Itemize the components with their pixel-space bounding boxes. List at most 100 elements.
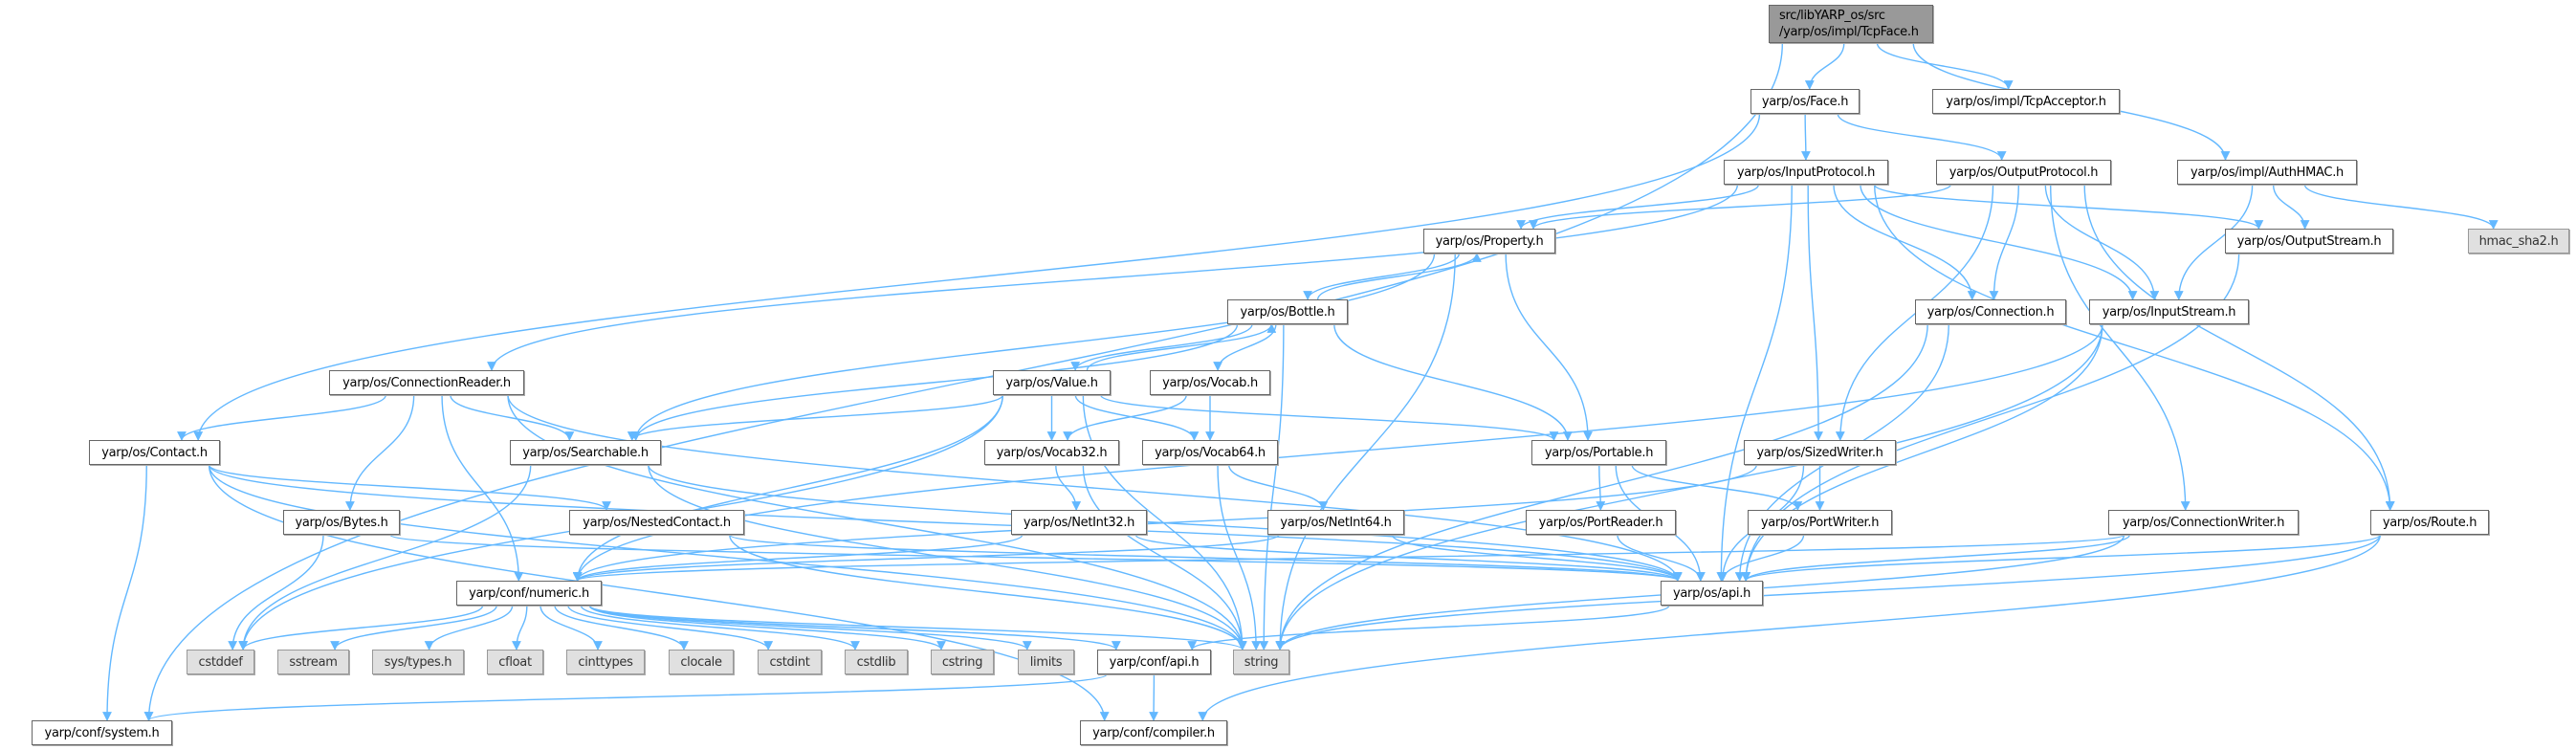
edge-contact-to-string [208, 464, 1247, 651]
node-bottle[interactable]: yarp/os/Bottle.h [1227, 299, 1348, 324]
edge-inputprotocol-to-connectionreader [487, 184, 1739, 371]
node-connectionwriter[interactable]: yarp/os/ConnectionWriter.h [2108, 510, 2299, 535]
edge-value-to-bottle [1086, 323, 1277, 371]
node-string: string [1233, 650, 1289, 674]
node-vocab64[interactable]: yarp/os/Vocab64.h [1142, 440, 1278, 465]
edge-vocab32-to-netint32 [1055, 464, 1082, 511]
edge-numeric-to-cstddef [238, 605, 484, 651]
edge-authhmac-to-inputstream [2173, 184, 2254, 300]
node-sstream: sstream [277, 650, 349, 674]
node-contact[interactable]: yarp/os/Contact.h [89, 440, 220, 465]
edge-numeric-to-cfloat [512, 605, 528, 651]
edge-numeric-to-cstring [588, 605, 946, 651]
edge-bottle-to-searchable [630, 323, 1239, 441]
edge-face-to-inputprotocol [1800, 113, 1811, 161]
edge-connection-to-string [1275, 323, 1928, 651]
node-cstdint: cstdint [758, 650, 822, 674]
node-vocab[interactable]: yarp/os/Vocab.h [1150, 370, 1270, 395]
edge-authhmac-to-hmac [2303, 184, 2499, 230]
node-netint32[interactable]: yarp/os/NetInt32.h [1011, 510, 1147, 535]
edge-vocab64-to-netint64 [1228, 464, 1329, 511]
node-portable[interactable]: yarp/os/Portable.h [1531, 440, 1666, 465]
node-conf-numeric[interactable]: yarp/conf/numeric.h [456, 581, 602, 606]
node-property[interactable]: yarp/os/Property.h [1423, 229, 1555, 254]
node-face[interactable]: yarp/os/Face.h [1750, 89, 1860, 114]
edge-netint64-to-numeric [573, 534, 1280, 582]
edge-inputprotocol-to-sizedwriter [1807, 184, 1823, 441]
edge-searchable-to-cstddef [238, 464, 532, 651]
edge-bottle-to-portable [1333, 323, 1573, 441]
edge-route-to-string [1275, 534, 2382, 651]
edge-connectionreader-to-numeric [441, 394, 524, 582]
node-inputprotocol[interactable]: yarp/os/InputProtocol.h [1724, 160, 1888, 185]
edge-numeric-to-limits [588, 605, 1032, 651]
edge-numeric-to-confapi [588, 605, 1121, 651]
edge-bottle-to-property [1316, 253, 1482, 300]
node-authhmac[interactable]: yarp/os/impl/AuthHMAC.h [2177, 160, 2357, 185]
node-netint64[interactable]: yarp/os/NetInt64.h [1267, 510, 1404, 535]
edge-vocab64-to-string [1217, 464, 1262, 651]
edge-bytes-to-cstddef [228, 534, 324, 651]
node-sys-types: sys/types.h [372, 650, 464, 674]
node-clocale: clocale [669, 650, 734, 674]
node-sizedwriter[interactable]: yarp/os/SizedWriter.h [1744, 440, 1896, 465]
node-bytes[interactable]: yarp/os/Bytes.h [283, 510, 400, 535]
edge-route-to-compiler [1198, 534, 2382, 721]
edge-inputprotocol-to-osapi [1716, 184, 1793, 582]
node-conf-api[interactable]: yarp/conf/api.h [1097, 650, 1211, 674]
node-portwriter[interactable]: yarp/os/PortWriter.h [1748, 510, 1892, 535]
node-searchable[interactable]: yarp/os/Searchable.h [510, 440, 661, 465]
node-conf-system[interactable]: yarp/conf/system.h [32, 720, 172, 745]
edge-authhmac-to-outputstream [2272, 184, 2310, 230]
edge-nestedcontact-to-osapi [729, 534, 1683, 582]
node-conf-compiler[interactable]: yarp/conf/compiler.h [1080, 720, 1227, 745]
node-inputstream[interactable]: yarp/os/InputStream.h [2089, 299, 2249, 324]
edge-connectionreader-to-contact [177, 394, 387, 441]
node-connectionreader[interactable]: yarp/os/ConnectionReader.h [329, 370, 524, 395]
edge-numeric-to-sstream [330, 605, 497, 651]
edge-value-to-searchable [627, 394, 1003, 441]
edge-property-to-searchable [630, 253, 1436, 441]
root-label-line1: src/libYARP_os/src [1779, 9, 1885, 23]
edge-outputprotocol-to-route [2083, 184, 2395, 511]
node-value[interactable]: yarp/os/Value.h [993, 370, 1111, 395]
edge-sizedwriter-to-numeric [572, 464, 1757, 582]
edge-portable-to-portwriter [1631, 464, 1803, 511]
edge-netint32-to-osapi [1134, 534, 1683, 582]
node-root-tcpface: src/libYARP_os/src /yarp/os/impl/TcpFace… [1769, 5, 1933, 43]
edge-root-to-tcpacceptor [1876, 42, 2014, 90]
node-nestedcontact[interactable]: yarp/os/NestedContact.h [569, 510, 744, 535]
node-hmac-sha2: hmac_sha2.h [2468, 229, 2569, 254]
edge-contact-to-system [102, 464, 147, 721]
edge-netint32-to-numeric [572, 534, 1024, 582]
node-os-api[interactable]: yarp/os/api.h [1661, 581, 1763, 606]
edge-bytes-to-osapi [389, 534, 1683, 582]
edge-connectionwriter-to-numeric [573, 534, 2125, 582]
edge-numeric-to-cstdint [567, 605, 773, 651]
node-portreader[interactable]: yarp/os/PortReader.h [1526, 510, 1676, 535]
node-cfloat: cfloat [487, 650, 543, 674]
edge-connectionreader-to-osapi [507, 394, 1683, 582]
edge-inputprotocol-to-connection [1833, 184, 1977, 300]
edge-connectionreader-to-searchable [450, 394, 575, 441]
node-connection[interactable]: yarp/os/Connection.h [1915, 299, 2066, 324]
node-cstddef: cstddef [187, 650, 254, 674]
edge-property-to-bottle [1303, 253, 1461, 300]
edge-outputprotocol-to-property [1529, 184, 1951, 230]
edge-root-to-face [1804, 42, 1845, 90]
node-outputstream[interactable]: yarp/os/OutputStream.h [2225, 229, 2393, 254]
edge-numeric-to-clocale [554, 605, 689, 651]
edge-outputprotocol-to-connection [1989, 184, 2020, 300]
node-vocab32[interactable]: yarp/os/Vocab32.h [984, 440, 1119, 465]
edge-vocab-to-vocab32 [1063, 394, 1187, 441]
edge-contact-to-compiler [208, 464, 1110, 721]
node-outputprotocol[interactable]: yarp/os/OutputProtocol.h [1936, 160, 2111, 185]
edge-inputprotocol-to-route [1873, 184, 2395, 511]
node-limits: limits [1018, 650, 1074, 674]
edge-osapi-to-confapi [1187, 605, 1670, 651]
edge-face-to-outputprotocol [1837, 113, 2007, 161]
edge-numeric-to-string [588, 605, 1247, 651]
node-route[interactable]: yarp/os/Route.h [2370, 510, 2489, 535]
node-tcpacceptor[interactable]: yarp/os/impl/TcpAcceptor.h [1932, 89, 2120, 114]
